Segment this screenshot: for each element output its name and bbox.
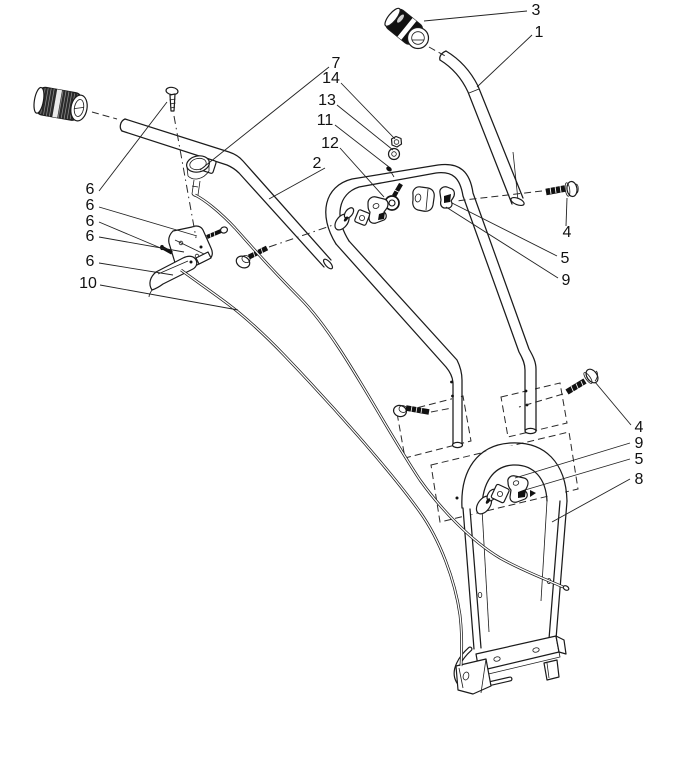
callout-label-6-9: 6 xyxy=(86,197,95,214)
callout-leader-10-13 xyxy=(99,284,239,311)
wing-knob-lower xyxy=(475,483,510,515)
cable-clip xyxy=(386,166,395,178)
grip-right xyxy=(384,7,448,58)
callout-label-6-12: 6 xyxy=(86,253,95,270)
callout-label-1-1: 1 xyxy=(535,24,544,41)
callout-label-6-8: 6 xyxy=(86,181,95,198)
callout-leader-14-3 xyxy=(340,82,396,140)
flat-washer xyxy=(387,147,401,161)
callout-label-6-11: 6 xyxy=(86,228,95,245)
hex-nut xyxy=(390,135,403,148)
bracket-screw xyxy=(206,226,229,239)
callout-label-13-4: 13 xyxy=(318,92,336,109)
callout-label-12-6: 12 xyxy=(321,135,339,152)
callout-leader-11-5 xyxy=(334,124,390,168)
throttle-control-assembly xyxy=(148,155,337,298)
callout-label-4-14: 4 xyxy=(563,224,572,241)
square-washer-upper-left xyxy=(354,209,371,226)
carriage-bolt-lower-right xyxy=(518,368,599,408)
clamp-lower xyxy=(507,475,536,503)
knob-upper-right xyxy=(412,186,435,212)
callout-leader-4-14 xyxy=(565,197,568,227)
callout-leader-5-19 xyxy=(524,458,631,491)
callout-leader-3-0 xyxy=(423,10,528,22)
callout-label-2-7: 2 xyxy=(313,155,322,172)
throttle-cable xyxy=(194,193,570,591)
callout-leader-13-4 xyxy=(336,104,394,151)
callout-leader-5-15 xyxy=(451,202,558,257)
lower-handlebar-loop xyxy=(455,442,568,653)
pan-head-screw xyxy=(165,86,197,239)
carriage-bolt-mid-left xyxy=(392,404,453,418)
clutch-cable xyxy=(180,268,464,667)
callout-leader-9-18 xyxy=(514,442,631,479)
throttle-lever xyxy=(148,255,198,298)
callout-leader-6-11 xyxy=(98,236,185,253)
callout-label-11-5: 11 xyxy=(317,112,334,129)
callout-label-6-10: 6 xyxy=(86,213,95,230)
callout-leader-12-6 xyxy=(339,147,385,198)
clamp-upper-left xyxy=(367,196,389,224)
callout-label-5-19: 5 xyxy=(635,451,644,468)
upper-handlebar-right-tube xyxy=(437,49,525,207)
callout-leader-6-12 xyxy=(98,262,174,276)
callout-label-9-16: 9 xyxy=(562,272,571,289)
callout-leader-9-16 xyxy=(445,206,559,279)
carriage-bolt-upper-right xyxy=(455,180,579,202)
callout-label-7-2: 7 xyxy=(332,55,341,72)
clamp-upper-right xyxy=(439,186,455,209)
callout-leader-6-10 xyxy=(98,221,164,250)
callout-leader-1-1 xyxy=(476,34,533,88)
callout-label-14-3: 14 xyxy=(322,70,340,87)
mounting-bracket xyxy=(453,635,567,695)
callout-label-10-13: 10 xyxy=(79,275,97,292)
callout-leader-6-8 xyxy=(98,101,168,192)
callout-label-9-18: 9 xyxy=(635,435,644,452)
callout-label-3-0: 3 xyxy=(532,2,541,19)
callout-leader-8-20 xyxy=(551,478,631,523)
callout-leader-4-17 xyxy=(594,381,632,426)
callout-label-8-20: 8 xyxy=(635,471,644,488)
callout-leader-2-7 xyxy=(268,167,326,200)
grip-left xyxy=(33,86,118,122)
middle-handlebar-loop xyxy=(292,163,537,449)
wing-knob-upper-left xyxy=(334,207,355,231)
callout-leader-7-2 xyxy=(199,66,330,171)
callout-leader-6-9 xyxy=(98,206,198,237)
callout-label-4-17: 4 xyxy=(635,419,644,436)
callout-label-5-15: 5 xyxy=(561,250,570,267)
upper-handlebar-left-tube xyxy=(119,118,334,270)
